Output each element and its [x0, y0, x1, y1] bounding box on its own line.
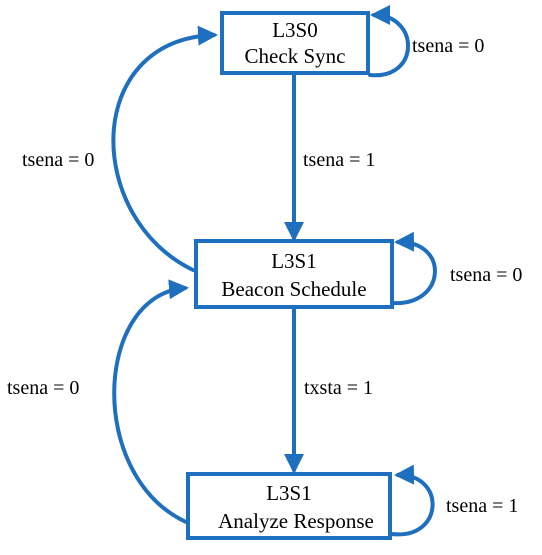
edge-s1-self: [391, 231, 437, 306]
state-l3s1-analyze-box: [186, 472, 392, 540]
state-l3s1-analyze-id: L3S1: [266, 481, 312, 505]
state-l3s1-analyze-name: Analyze Response: [218, 509, 374, 533]
label-s0-self: tsena = 0: [412, 35, 484, 57]
edge-s0-self: [368, 5, 410, 78]
label-s1-self: tsena = 0: [450, 264, 522, 286]
edge-s2-self: [390, 464, 435, 537]
state-l3s1-beacon-name: Beacon Schedule: [221, 277, 366, 301]
label-s1-to-s0: tsena = 0: [22, 149, 94, 171]
state-l3s0-id: L3S0: [272, 18, 318, 42]
label-s1-to-s2: txsta = 1: [304, 377, 373, 399]
label-s2-to-s1: tsena = 0: [7, 377, 79, 399]
state-l3s0-name: Check Sync: [245, 44, 346, 68]
state-l3s1-beacon-id: L3S1: [271, 249, 317, 273]
state-l3s0-box: [220, 11, 370, 75]
label-s2-self: tsena = 1: [446, 495, 518, 517]
state-l3s1-beacon-box: [194, 239, 394, 309]
edge-s2-to-s1: [112, 279, 189, 524]
state-l3s1-beacon: L3S1 Beacon Schedule: [194, 239, 394, 309]
label-s0-to-s1: tsena = 1: [303, 149, 375, 171]
state-l3s0: L3S0 Check Sync: [220, 11, 370, 75]
edge-s1-to-s0: [111, 25, 218, 272]
state-l3s1-analyze: L3S1 Analyze Response: [186, 472, 392, 540]
